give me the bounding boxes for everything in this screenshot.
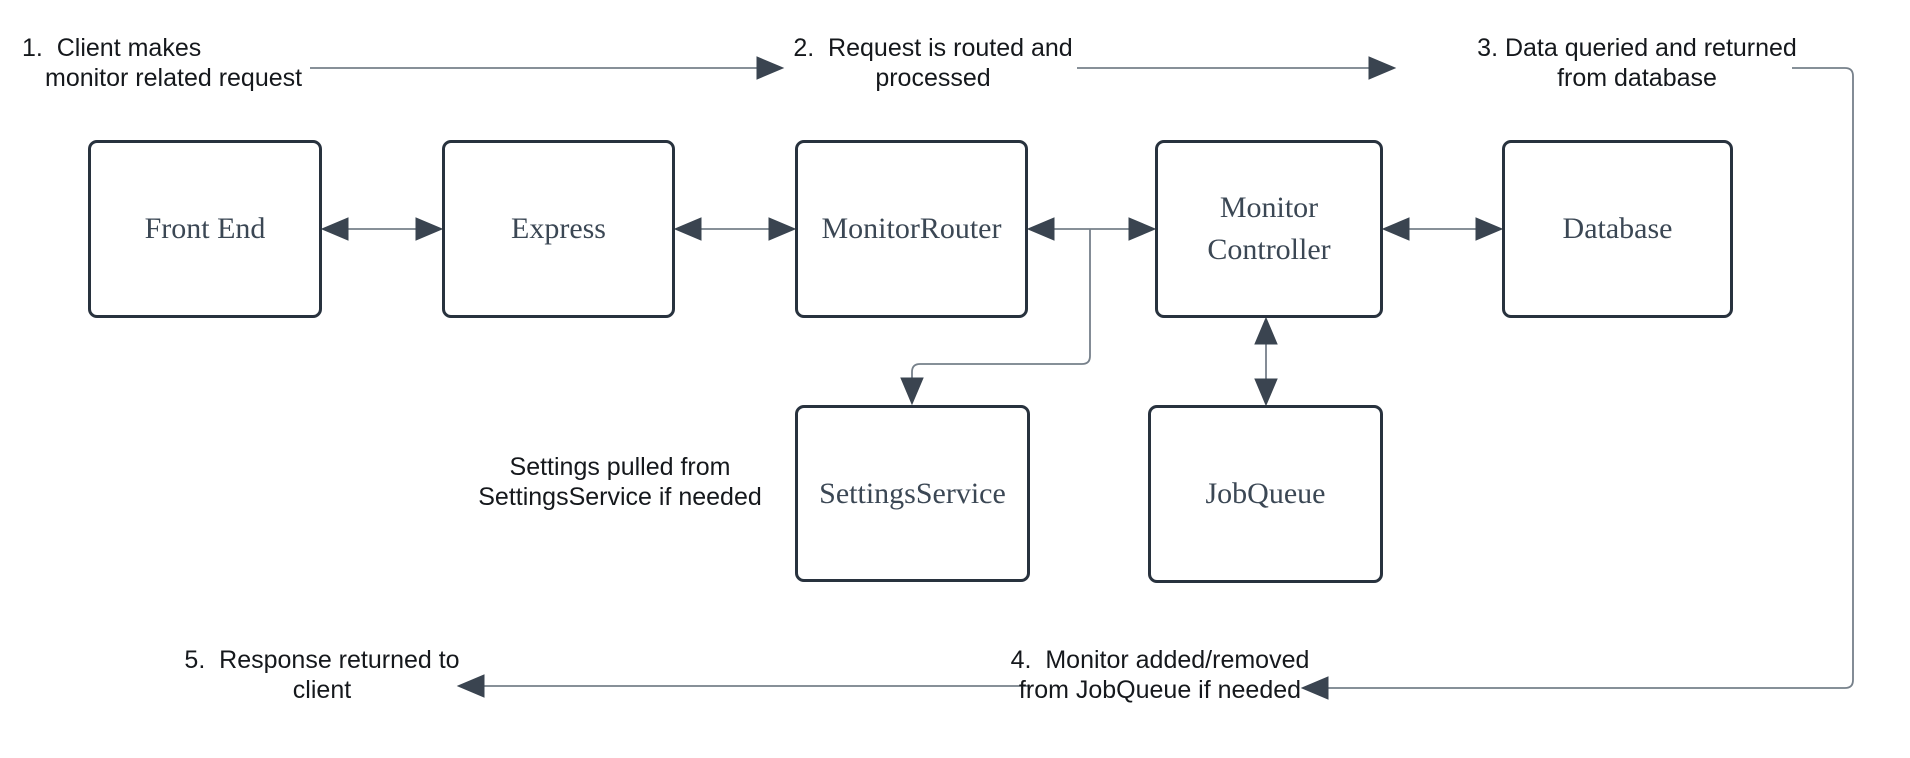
arrowhead-right-icon: [1475, 217, 1504, 241]
note-line: from JobQueue if needed: [1018, 676, 1302, 704]
note-step-1: 1. Client makes monitor related request: [22, 33, 302, 93]
node-label: Front End: [144, 212, 266, 245]
node-job-queue: JobQueue: [1148, 405, 1383, 583]
arrowhead-right-icon: [1368, 56, 1397, 80]
node-label: Database: [1562, 212, 1673, 245]
node-label: Express: [511, 212, 606, 245]
note-settings-pulled: Settings pulled from SettingsService if …: [478, 452, 762, 512]
arrowhead-left-icon: [673, 217, 702, 241]
node-label: Monitor Controller: [1207, 191, 1331, 266]
arrowhead-down-icon: [900, 377, 924, 406]
node-express: Express: [442, 140, 675, 318]
arrow-step4-step5: [456, 674, 1030, 698]
arrow-monitorrouter-controller: [1026, 217, 1157, 241]
node-label: JobQueue: [1205, 477, 1326, 510]
node-monitor-controller: Monitor Controller: [1155, 140, 1383, 318]
note-line: 3. Data queried and returned: [1477, 34, 1797, 62]
note-line: from database: [1557, 64, 1717, 92]
note-line: Settings pulled from: [509, 453, 731, 481]
arrow-step1-step2: [310, 56, 785, 80]
note-step-2: 2. Request is routed and processed: [793, 33, 1072, 93]
node-monitor-router: MonitorRouter: [795, 140, 1028, 318]
arrowhead-right-icon: [768, 217, 797, 241]
node-label: MonitorRouter: [821, 212, 1002, 245]
node-database: Database: [1502, 140, 1733, 318]
note-line: client: [292, 676, 352, 704]
arrowhead-right-icon: [756, 56, 785, 80]
arrowhead-right-icon: [1128, 217, 1157, 241]
note-line: 2. Request is routed and: [793, 34, 1073, 62]
arrow-frontend-express: [320, 217, 444, 241]
arrow-controller-jobqueue: [1254, 316, 1278, 407]
arrowhead-right-icon: [415, 217, 444, 241]
note-step-3: 3. Data queried and returned from databa…: [1477, 33, 1797, 93]
arrowhead-down-icon: [1254, 378, 1278, 407]
arrowhead-left-icon: [1026, 217, 1055, 241]
arrowhead-left-icon: [320, 217, 349, 241]
note-line: processed: [875, 64, 991, 92]
arrow-controller-database: [1381, 217, 1504, 241]
arrowhead-left-icon: [456, 674, 485, 698]
note-line: monitor related request: [45, 64, 303, 92]
arrow-step2-step3: [1077, 56, 1397, 80]
node-label: SettingsService: [819, 476, 1006, 510]
note-step-5: 5. Response returned to client: [184, 645, 459, 705]
node-front-end: Front End: [88, 140, 322, 318]
note-line: 5. Response returned to: [184, 646, 460, 674]
arrowhead-up-icon: [1254, 316, 1278, 345]
note-line: 4. Monitor added/removed: [1010, 646, 1310, 674]
note-step-4: 4. Monitor added/removed from JobQueue i…: [1011, 645, 1310, 705]
note-line: SettingsService if needed: [478, 483, 762, 511]
arrowhead-left-icon: [1381, 217, 1410, 241]
note-line: 1. Client makes: [22, 34, 202, 62]
arrow-express-monitorrouter: [673, 217, 797, 241]
node-settings-service: SettingsService: [795, 405, 1030, 582]
